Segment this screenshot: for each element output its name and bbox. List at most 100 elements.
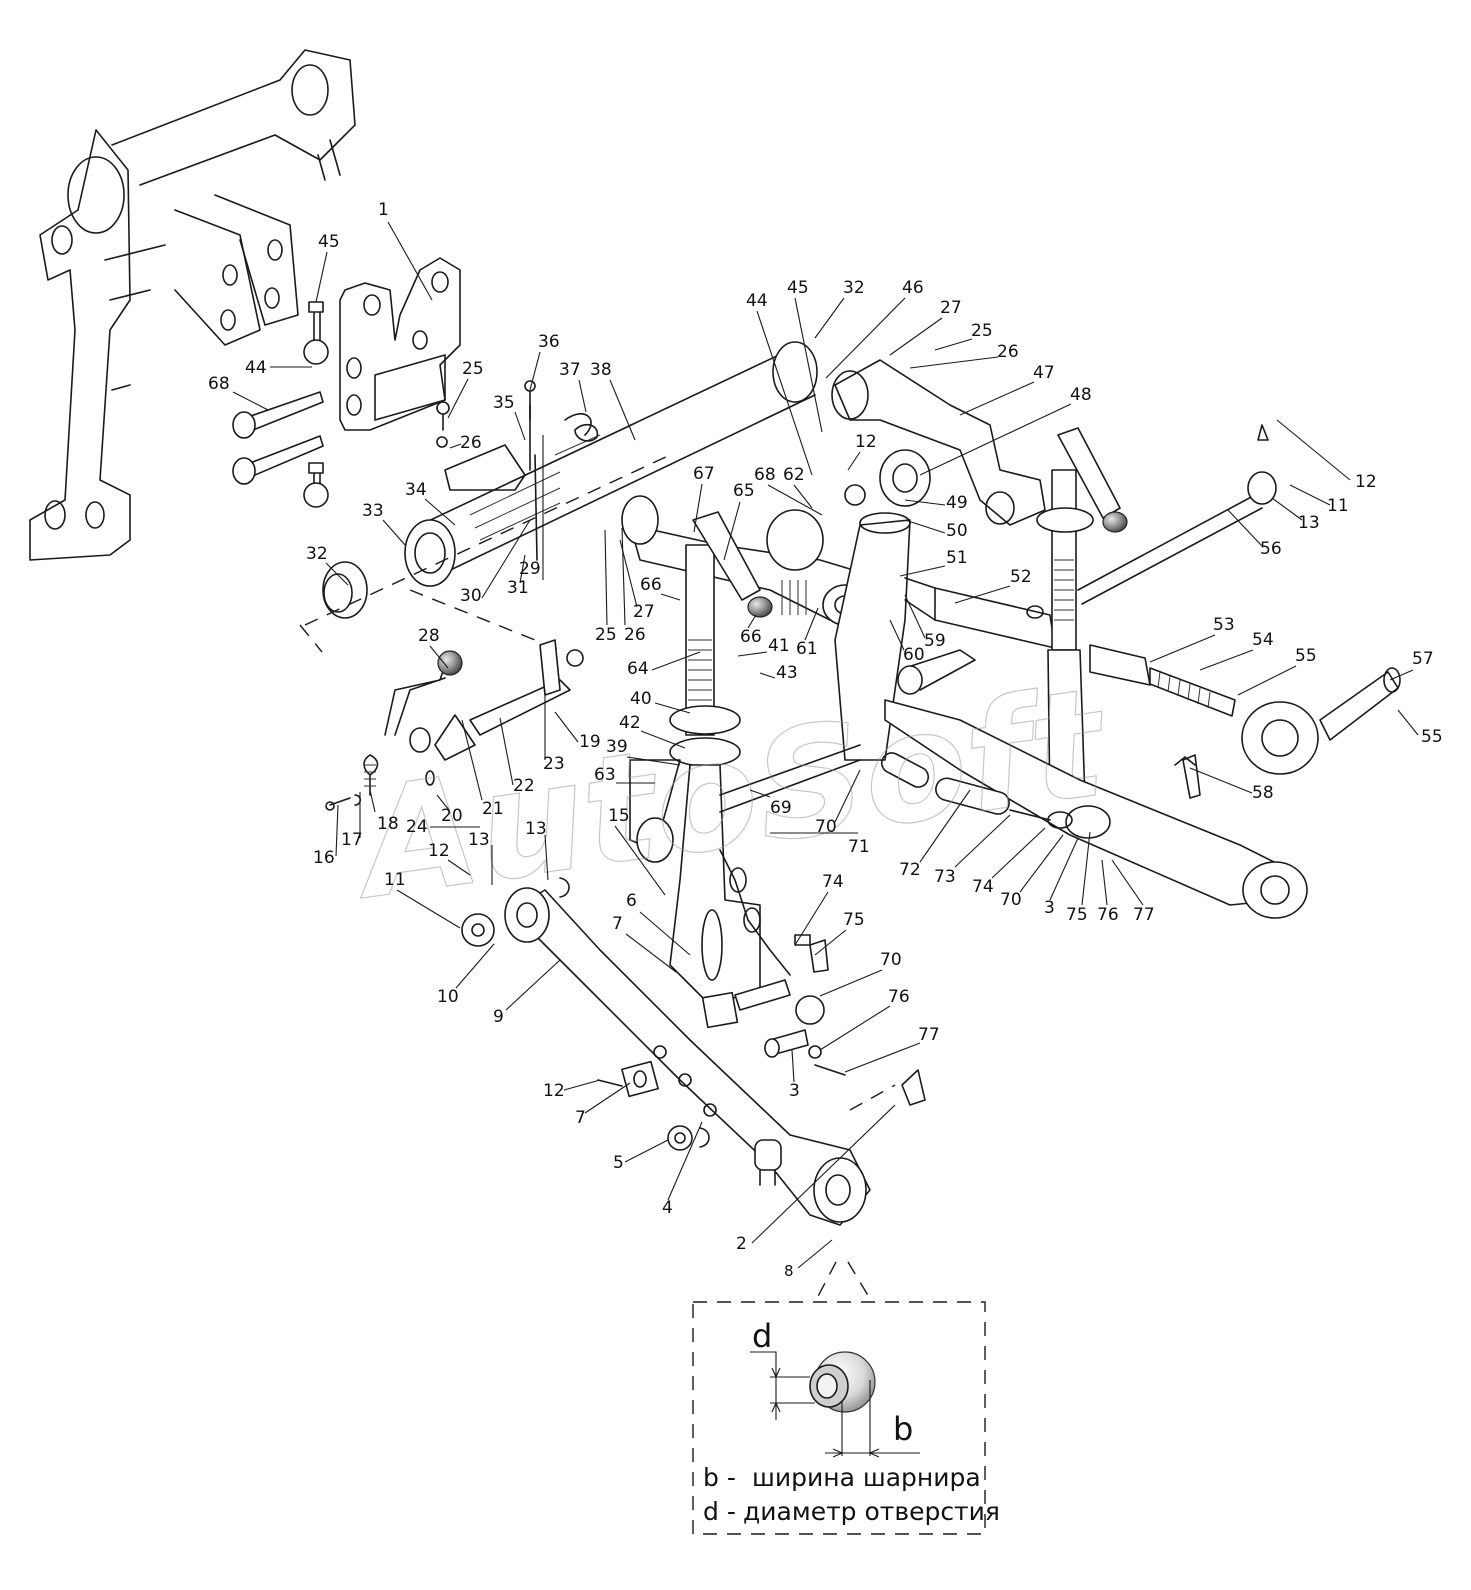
leader-line-46 <box>825 297 906 379</box>
leader-line-68 <box>767 484 823 516</box>
leader-line-3 <box>791 1049 795 1083</box>
callout-10: 10 <box>437 987 459 1007</box>
lower-link-left <box>461 877 871 1226</box>
callout-26: 26 <box>997 342 1019 362</box>
callout-48: 48 <box>1070 385 1092 405</box>
leader-line-25 <box>934 338 973 351</box>
leader-line-2 <box>751 1104 896 1244</box>
leader-line-57 <box>1389 669 1414 681</box>
sector-bracket <box>436 380 599 448</box>
callout-27: 27 <box>940 298 962 318</box>
callout-65: 65 <box>733 481 755 501</box>
leader-line-26 <box>909 356 999 369</box>
callout-59: 59 <box>924 631 946 651</box>
callout-40: 40 <box>630 689 652 709</box>
callout-30: 30 <box>460 586 482 606</box>
leader-line-12 <box>563 1079 601 1091</box>
callout-47: 47 <box>1033 363 1055 383</box>
callout-28: 28 <box>418 626 440 646</box>
callout-77: 77 <box>918 1025 940 1045</box>
leader-line-42 <box>640 730 686 749</box>
leader-line-73 <box>954 814 1011 868</box>
leader-line-70 <box>1019 834 1064 893</box>
leader-line-76 <box>1101 859 1108 906</box>
callout-38: 38 <box>590 360 612 380</box>
leader-line-75 <box>1081 831 1091 906</box>
leader-line-75 <box>814 929 847 956</box>
leader-line-7 <box>625 933 677 973</box>
leader-line-62 <box>793 484 813 509</box>
callout-66: 66 <box>740 627 762 647</box>
dimension-d-label: d <box>752 1317 772 1355</box>
callout-2: 2 <box>736 1234 747 1254</box>
leader-line-32 <box>325 562 349 586</box>
legend-d-key: d - <box>703 1497 736 1526</box>
leader-line-12 <box>847 451 861 471</box>
leader-line-68 <box>232 391 269 411</box>
lift-rod-left <box>629 511 773 1006</box>
leader-line-70 <box>819 969 883 997</box>
callout-12: 12 <box>855 432 877 452</box>
leader-line-16 <box>335 804 339 857</box>
leader-line-3 <box>1049 837 1079 901</box>
leader-line-76 <box>819 1005 891 1051</box>
leader-line-69 <box>749 789 771 798</box>
legend-b-key: b - <box>703 1463 736 1492</box>
callout-11: 11 <box>1327 496 1349 516</box>
callout-17: 17 <box>341 830 363 850</box>
callout-63: 63 <box>594 765 616 785</box>
leader-line-49 <box>904 499 946 506</box>
callout-19: 19 <box>579 732 601 752</box>
leader-line-45 <box>794 297 823 433</box>
legend-b-text: ширина шарнира <box>752 1463 981 1492</box>
callout-13: 13 <box>1298 513 1320 533</box>
leader-line-33 <box>382 519 406 546</box>
chain-stabilizer <box>719 744 1073 976</box>
leader-line-32 <box>814 297 845 339</box>
callout-62: 62 <box>783 465 805 485</box>
callout-21: 21 <box>482 799 504 819</box>
callout-7: 7 <box>575 1108 586 1128</box>
callout-26: 26 <box>624 625 646 645</box>
inset-pointer <box>814 1261 873 1303</box>
leader-line-11 <box>1289 484 1331 506</box>
leader-line-40 <box>654 702 691 714</box>
callout-46: 46 <box>902 278 924 298</box>
leader-line-1 <box>387 221 433 301</box>
callout-24: 24 <box>406 817 428 837</box>
leader-line-37 <box>578 379 587 413</box>
leader-line-36 <box>529 351 541 391</box>
stabilizer-rod <box>1077 424 1277 605</box>
leader-line-31 <box>519 554 526 584</box>
callout-12: 12 <box>428 841 450 861</box>
callout-55: 55 <box>1421 727 1443 747</box>
callout-23: 23 <box>543 754 565 774</box>
callout-55: 55 <box>1295 646 1317 666</box>
leader-line-8 <box>797 1239 833 1269</box>
callout-71: 71 <box>848 837 870 857</box>
leader-line-47 <box>959 381 1035 416</box>
inset-frame <box>692 1301 986 1535</box>
callout-74: 74 <box>822 872 844 892</box>
callout-49: 49 <box>946 493 968 513</box>
leader-line-66 <box>747 614 757 629</box>
callout-67: 67 <box>693 464 715 484</box>
callout-7: 7 <box>612 914 623 934</box>
leader-line-9 <box>505 959 561 1011</box>
leader-line-53 <box>1149 634 1216 663</box>
leader-line-48 <box>919 403 1072 476</box>
leader-line-35 <box>514 411 526 441</box>
dimension-b-label: b <box>893 1410 913 1448</box>
callout-70: 70 <box>815 817 837 837</box>
leader-line-30 <box>481 519 531 599</box>
callout-58: 58 <box>1252 783 1274 803</box>
callout-32: 32 <box>843 278 865 298</box>
leader-line-26 <box>449 443 462 449</box>
callout-3: 3 <box>789 1081 800 1101</box>
callout-56: 56 <box>1260 539 1282 559</box>
callout-9: 9 <box>493 1007 504 1027</box>
leader-line-72 <box>919 789 971 863</box>
leader-line-38 <box>609 379 636 441</box>
leader-line-51 <box>899 565 946 577</box>
